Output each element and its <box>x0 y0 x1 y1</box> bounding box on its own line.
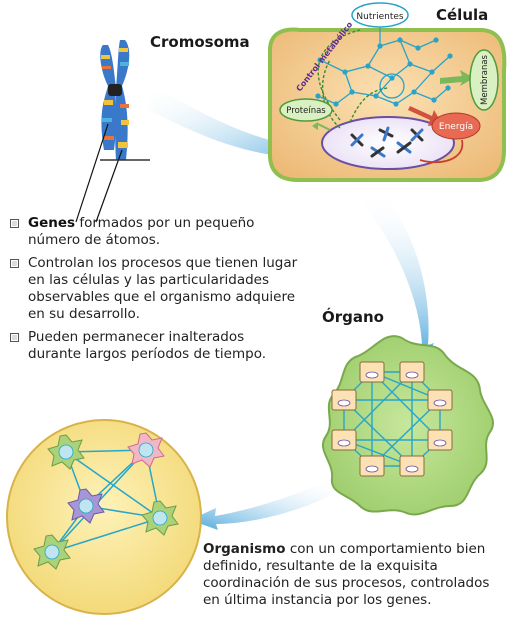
organism-organs <box>33 432 179 570</box>
chromatid-left <box>100 45 116 150</box>
organism-organ-1 <box>47 434 85 470</box>
flow-arrow-organ-to-organism <box>190 480 338 530</box>
pointer-line-1 <box>75 123 109 223</box>
bullet-genes-text: formados por un pequeño número de átomos… <box>28 215 255 248</box>
membranas-label: Membranas <box>480 54 490 105</box>
proteinas-badge: Proteínas <box>279 98 333 122</box>
arrow-energy-to-nucleus <box>419 139 464 164</box>
chromatid-right <box>115 40 130 160</box>
bullet-permanecer-text: Pueden permanecer inalterados durante la… <box>28 329 267 362</box>
bullet-square-icon <box>10 259 19 268</box>
bullet-square-icon <box>10 333 19 342</box>
bullet-square-icon <box>10 219 19 228</box>
metabolic-nodes <box>315 37 453 107</box>
arrow-proteinas-up <box>312 122 318 130</box>
proteinas-label: Proteínas <box>286 106 326 116</box>
chromosome-bands <box>101 48 129 148</box>
organ <box>322 335 494 516</box>
arrow-nucleus-to-proteinas <box>317 123 331 131</box>
nucleus-chromosomes <box>350 126 424 158</box>
gene-bullet-list: Genes formados por un pequeño número de … <box>8 215 298 369</box>
membranas-badge: Membranas <box>469 49 499 111</box>
bullet-permanecer: Pueden permanecer inalterados durante la… <box>8 329 298 363</box>
bullet-genes-bold: Genes <box>28 215 76 231</box>
pointer-line-2 <box>95 149 123 223</box>
energia-badge: Energía <box>431 112 481 140</box>
organism-organ-3 <box>67 488 105 524</box>
caption-text: con un comportamiento bien definido, res… <box>203 541 490 608</box>
chromosome <box>75 40 150 223</box>
energia-label: Energía <box>439 122 473 132</box>
bullet-controlan: Controlan los procesos que tienen lugar … <box>8 255 298 323</box>
cell: Nutrientes Control metabólico Membranas … <box>268 2 507 182</box>
organism-organ-5 <box>33 534 71 570</box>
nutrientes-label: Nutrientes <box>356 12 403 22</box>
organism-organ-4 <box>141 500 179 536</box>
organ-cell-nuclei <box>337 371 447 473</box>
organism <box>6 419 202 615</box>
organism-organ-2 <box>127 432 165 468</box>
heading-celula: Célula <box>436 6 489 24</box>
bullet-genes: Genes formados por un pequeño número de … <box>8 215 298 249</box>
bullet-controlan-text: Controlan los procesos que tienen lugar … <box>28 255 298 322</box>
centromere <box>108 84 122 96</box>
caption-bold: Organismo <box>203 541 286 557</box>
nutrientes-badge: Nutrientes <box>351 2 409 28</box>
organismo-caption: Organismo con un comportamiento bien def… <box>203 541 508 609</box>
arrow-network-to-membranes <box>440 70 474 86</box>
heading-organo: Órgano <box>322 308 384 326</box>
heading-cromosoma: Cromosoma <box>150 33 250 51</box>
control-arrows <box>317 29 389 129</box>
